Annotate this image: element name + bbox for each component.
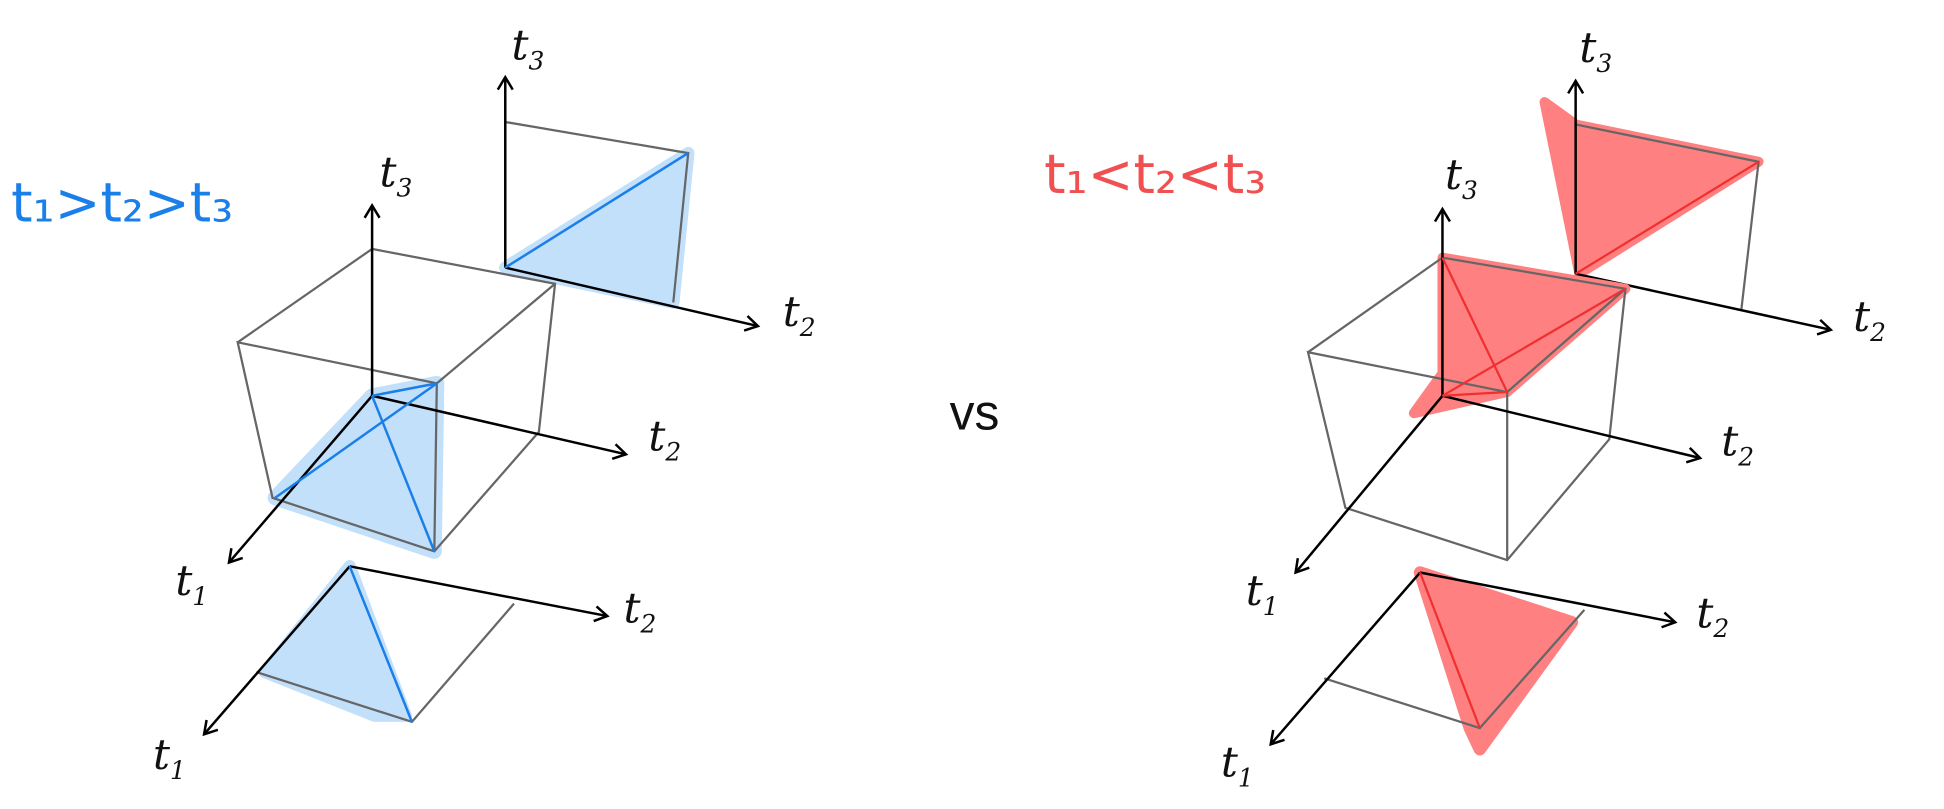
- right-cube: t3 t2 t1: [1246, 150, 1754, 621]
- left-t2t3-projection: t3 t2: [496, 21, 816, 342]
- axis-label-t2: t2: [624, 583, 657, 638]
- axis-label-t2: t2: [783, 287, 816, 342]
- right-condition-label: t₁<t₂<t₃: [1044, 142, 1266, 206]
- left-t1t2-shade: [258, 560, 412, 722]
- vs-label: vs: [950, 384, 1000, 440]
- right-t1t2-projection: t2 t1: [1221, 566, 1729, 793]
- axis-label-t3: t3: [1445, 150, 1478, 205]
- axis-label-t2: t2: [648, 412, 681, 467]
- axis-label-t3: t3: [380, 148, 413, 203]
- axis-label-t1: t1: [175, 556, 208, 611]
- right-t2t3-projection: t3 t2: [1539, 23, 1886, 347]
- axis-label-t2: t2: [1853, 292, 1886, 347]
- axis-label-t1: t1: [1221, 738, 1254, 793]
- axis-label-t3: t3: [1579, 23, 1612, 78]
- left-cube: t3 t2 t1: [175, 148, 681, 611]
- left-condition-label: t₁>t₂>t₃: [11, 171, 233, 235]
- left-t1t2-projection: t2 t1: [153, 560, 657, 785]
- axis-label-t1: t1: [153, 730, 186, 785]
- axis-label-t1: t1: [1246, 566, 1279, 621]
- right-t1t2-shade: [1413, 566, 1579, 756]
- axis-label-t3: t3: [511, 21, 544, 76]
- right-cube-shade: [1408, 252, 1631, 419]
- axis-label-t2: t2: [1721, 417, 1754, 472]
- axis-label-t2: t2: [1696, 588, 1729, 643]
